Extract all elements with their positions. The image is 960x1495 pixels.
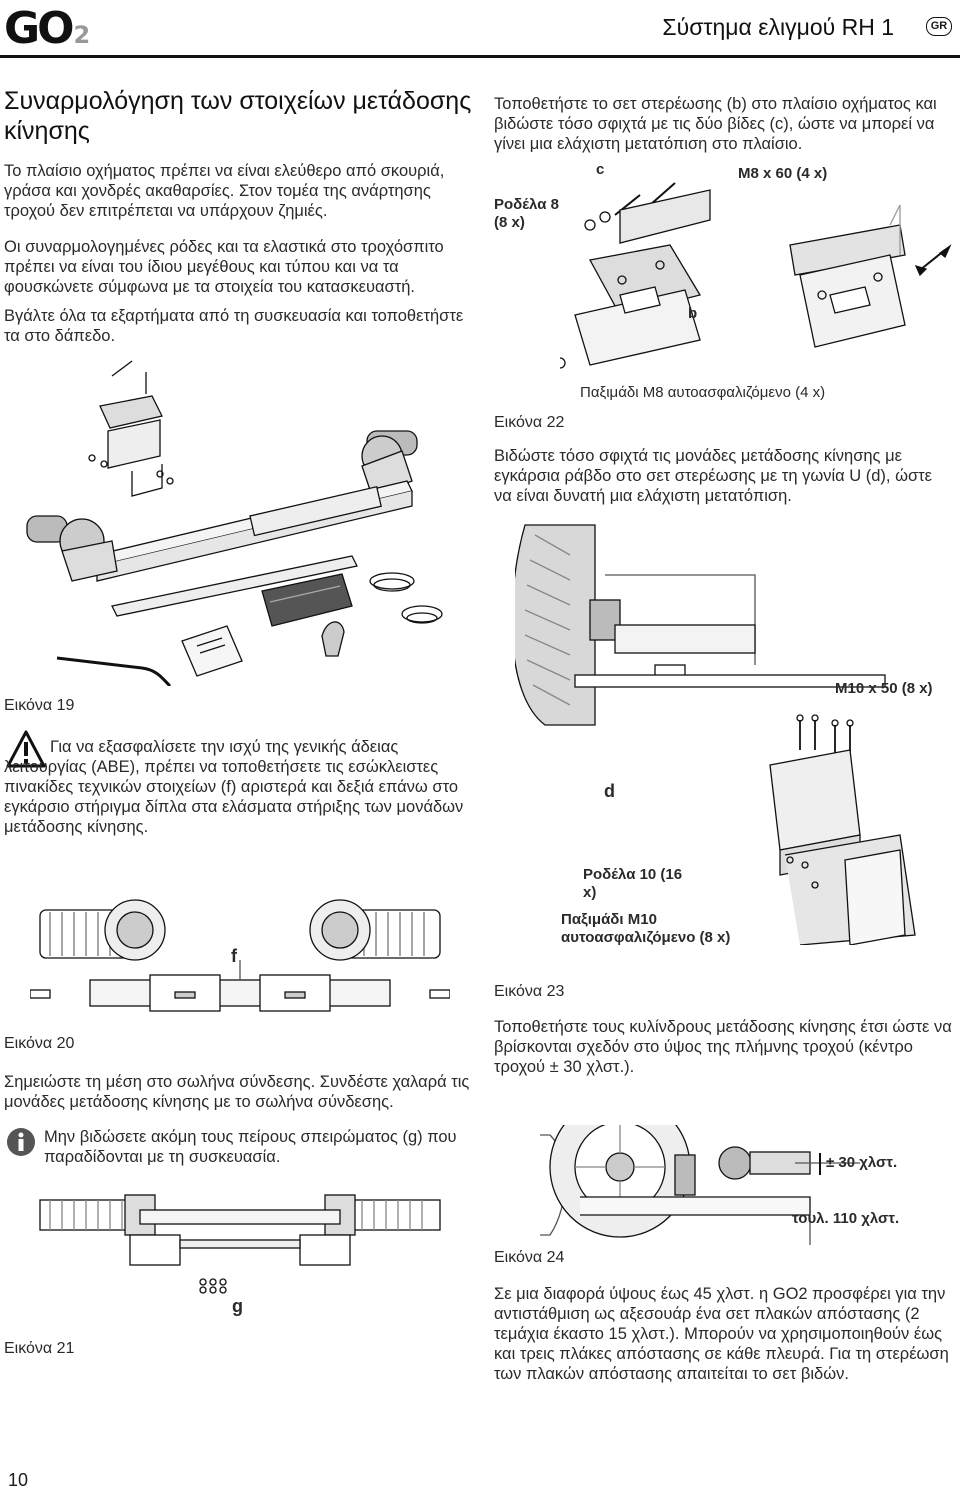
figure-22-label-c: c — [596, 161, 605, 178]
figure-22-label-bolt: M8 x 60 (4 x) — [738, 165, 828, 182]
figure-22-label-washer: Ροδέλα 8 (8 x) — [494, 196, 559, 231]
figure-20-caption: Εικόνα 20 — [4, 1035, 75, 1052]
figure-23-label-nut: Παξιμάδι M10 αυτοασφαλιζόμενο (8 x) — [561, 911, 731, 946]
paragraph-mounting-set: Τοποθετήστε το σετ στερέωσης (b) στο πλα… — [494, 95, 937, 153]
page-number: 10 — [8, 1470, 29, 1490]
figure-24-roller-position — [540, 1125, 960, 1245]
paragraph-roller-height: Τοποθετήστε τους κυλίνδρους μετάδοσης κί… — [494, 1018, 952, 1076]
figure-23-caption: Εικόνα 23 — [494, 983, 565, 1000]
figure-22-label-nut: Παξιμάδι M8 αυτοασφαλιζόμενο (4 x) — [580, 384, 826, 401]
language-badge: GR — [926, 17, 952, 36]
paragraph-spacer-plates: Σε μια διαφορά ύψους έως 45 χλστ. η GO2 … — [494, 1285, 949, 1383]
figure-22-label-b: b — [688, 305, 698, 322]
figure-22-caption: Εικόνα 22 — [494, 414, 565, 431]
info-text: Μην βιδώσετε ακόμη τους πείρους σπειρώμα… — [44, 1128, 457, 1166]
warning-text: Για να εξασφαλίσετε την ισχύ της γενικής… — [4, 738, 464, 836]
figure-22-mounting-set — [560, 165, 960, 375]
header-divider — [0, 55, 960, 58]
paragraph-mark-middle: Σημειώστε τη μέση στο σωλήνα σύνδεσης. Σ… — [4, 1073, 470, 1111]
document-title: Σύστημα ελιγμού RH 1 — [662, 14, 894, 40]
figure-23-label-bolt: M10 x 50 (8 x) — [835, 680, 933, 697]
figure-20-drive-units — [30, 880, 450, 1030]
figure-24-label-pm: ± 30 χλστ. — [826, 1154, 898, 1171]
figure-23-label-washer: Ροδέλα 10 (16 x) — [583, 866, 683, 901]
logo-text: GO — [4, 3, 75, 54]
paragraph-cross-bar: Βιδώστε τόσο σφιχτά τις μονάδες μετάδοση… — [494, 447, 933, 505]
figure-21-caption: Εικόνα 21 — [4, 1340, 75, 1357]
figure-21-top-view — [30, 1190, 450, 1300]
figure-19-caption: Εικόνα 19 — [4, 697, 75, 714]
figure-19-parts-illustration — [22, 356, 462, 686]
go2-logo: GO2 — [4, 6, 124, 52]
paragraph-wheels: Οι συναρμολογημένες ρόδες και τα ελαστικ… — [4, 238, 444, 296]
figure-24-label-max: τουλ. 110 χλστ. — [792, 1210, 900, 1227]
figure-24-caption: Εικόνα 24 — [494, 1249, 565, 1266]
paragraph-frame-condition: Το πλαίσιο οχήματος πρέπει να είναι ελεύ… — [4, 162, 445, 220]
info-icon — [6, 1127, 36, 1157]
figure-21-label-g: g — [232, 1296, 243, 1316]
section-heading: Συναρμολόγηση των στοιχείων μετάδοσης κί… — [4, 87, 472, 145]
figure-23-label-d: d — [604, 781, 615, 801]
logo-sub: 2 — [73, 21, 91, 49]
warning-icon — [6, 730, 46, 768]
figure-23-u-angle — [515, 515, 955, 945]
figure-20-label-f: f — [231, 946, 237, 966]
paragraph-unpack: Βγάλτε όλα τα εξαρτήματα από τη συσκευασ… — [4, 307, 464, 345]
